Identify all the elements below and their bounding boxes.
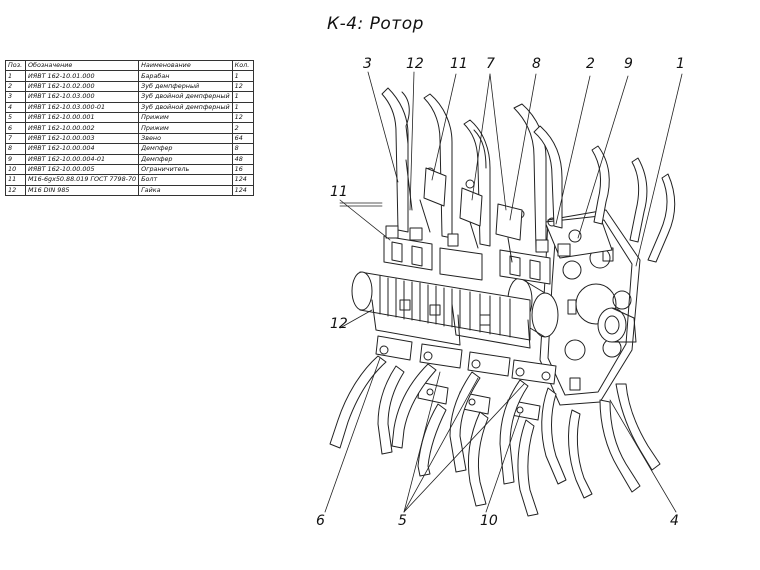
callout-4: 4 xyxy=(670,513,679,529)
callout-3: 3 xyxy=(363,56,372,72)
callout-6: 6 xyxy=(316,513,325,529)
callout-7: 7 xyxy=(486,56,495,72)
cell-qty: 124 xyxy=(231,184,254,197)
cell-designation: М16 DIN 985 xyxy=(24,184,140,197)
drawing-title: К-4: Ротор xyxy=(327,14,424,34)
leader-lines xyxy=(324,71,683,513)
callout-12-side: 12 xyxy=(330,316,348,332)
callout-8: 8 xyxy=(532,56,541,72)
callout-11-top: 11 xyxy=(450,56,468,72)
callout-5: 5 xyxy=(398,513,407,529)
callout-1: 1 xyxy=(676,56,685,72)
lower-tines xyxy=(329,355,661,517)
callout-12-top: 12 xyxy=(406,56,424,72)
callout-10: 10 xyxy=(480,513,498,529)
lower-clamps xyxy=(375,335,557,421)
section-mark xyxy=(339,202,383,207)
upper-tines xyxy=(381,87,676,263)
callout-11-side: 11 xyxy=(330,184,348,200)
damper-links xyxy=(405,159,523,263)
callout-2: 2 xyxy=(586,56,595,72)
drum-barrel xyxy=(351,271,531,349)
callout-9: 9 xyxy=(624,56,633,72)
